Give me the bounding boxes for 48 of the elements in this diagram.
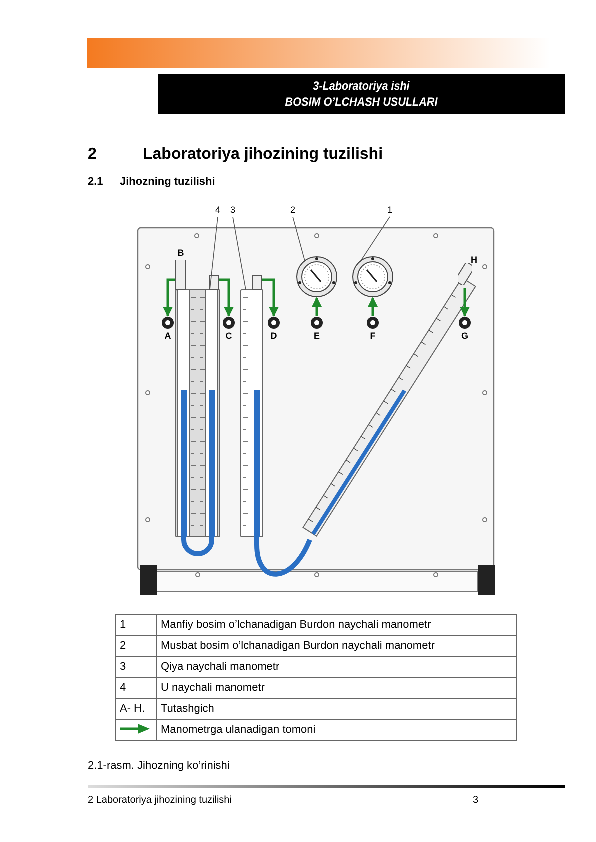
arrow — [219, 278, 234, 317]
arrow — [262, 278, 279, 317]
vacuum-gauge — [352, 256, 394, 298]
figure-caption: 2.1-rasm. Jihozning ko’rinishi — [88, 760, 230, 772]
table-cell: U naychali manometr — [156, 678, 516, 698]
table-cell: 3 — [116, 656, 156, 678]
section-heading: Laboratoriya jihozining tuzilishi — [143, 146, 384, 164]
callout-number: 3 — [229, 204, 236, 216]
table-cell: Qiya naychali manometr — [156, 656, 516, 678]
leader-line — [292, 216, 306, 262]
connector-letter: B — [176, 248, 186, 259]
connector-letter: F — [369, 331, 377, 342]
arrow — [460, 288, 470, 317]
subsection-heading: Jihozning tuzilishi — [120, 176, 216, 188]
callout-number: 1 — [386, 204, 394, 216]
table-cell: Manometrga ulanadigan tomoni — [156, 720, 516, 740]
connector-letter: H — [471, 255, 478, 266]
arrow — [368, 297, 378, 316]
callout-number: 4 — [214, 204, 222, 216]
leader-line — [360, 216, 390, 262]
table-cell: A- H. — [116, 698, 156, 720]
subsection-number: 2.1 — [88, 176, 104, 188]
manometer-reservoir-tube — [240, 290, 264, 538]
hose-fitting — [210, 276, 220, 290]
table-cell: 2 — [116, 636, 156, 656]
connector-letter: C — [224, 331, 234, 342]
connector-letter: A — [164, 331, 172, 342]
leader-line — [232, 216, 246, 290]
connector-letter: E — [312, 331, 321, 342]
hose-fitting — [252, 276, 262, 290]
section-number: 2 — [88, 146, 97, 164]
callout-number: 2 — [289, 204, 296, 216]
leader-line — [210, 216, 218, 290]
banner-title: 3-Laboratoriya ishi — [312, 79, 411, 93]
table-cell: 1 — [116, 614, 156, 636]
table-cell: Manfiy bosim o’lchanadigan Burdon naychali manometr — [156, 614, 516, 636]
footer-text: 2 Laboratoriya jihozining tuzilishi — [88, 795, 232, 806]
table-cell: Tutashgich — [156, 698, 516, 720]
u-tube-manometer — [176, 290, 220, 556]
page-number: 3 — [473, 795, 479, 806]
connector-letter: G — [460, 331, 470, 342]
pressure-gauge — [296, 256, 338, 298]
table-cell: Musbat bosim o’lchanadigan Burdon naychali manometr — [156, 636, 516, 656]
table-cell: 4 — [116, 678, 156, 698]
banner-subtitle: BOSIM O’LCHASH USULLARI — [284, 95, 439, 109]
arrow — [163, 278, 176, 317]
connector-letter: D — [270, 331, 278, 342]
arrow — [312, 297, 322, 316]
